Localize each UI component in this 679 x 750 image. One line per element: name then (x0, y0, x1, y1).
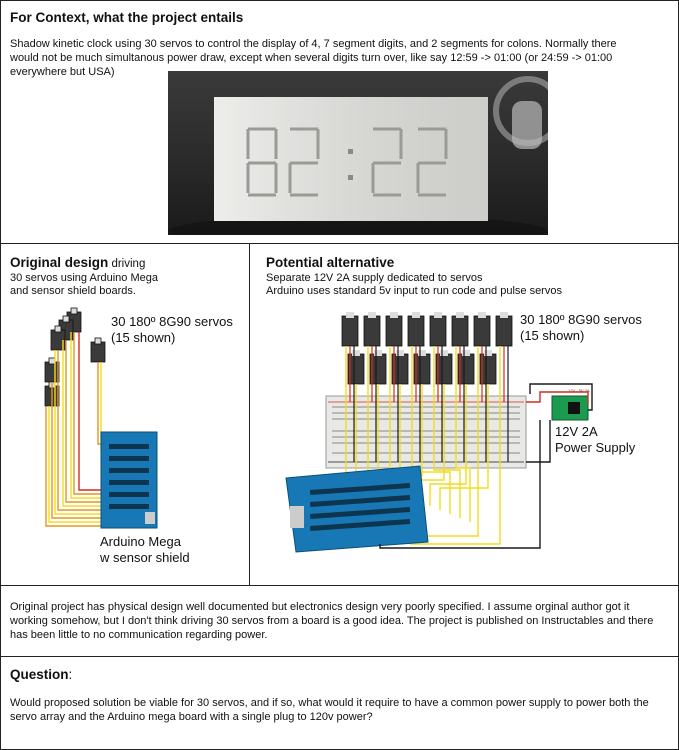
original-design-panel: Original design driving 30 servos using … (0, 243, 250, 586)
power-supply-module: 12V - 5V 2A (551, 388, 590, 421)
psu-label-line2: Power Supply (555, 440, 636, 455)
alternative-title: Potential alternative (266, 255, 395, 270)
original-servo-label-line1: 30 180º 8G90 servos (111, 314, 233, 329)
alternative-subtitle-line1: Separate 12V 2A supply dedicated to serv… (266, 272, 483, 284)
question-text: Would proposed solution be viable for 30… (10, 697, 649, 723)
alternative-panel: Potential alternative Separate 12V 2A su… (249, 243, 679, 586)
breadboard (325, 395, 527, 469)
original-board-label-line2: w sensor shield (100, 550, 190, 565)
alternative-wiring-diagram: 12V - 5V 2A (285, 312, 593, 553)
psu-tiny-label: 12V - 5V 2A (568, 388, 590, 393)
original-servo-wires (45, 332, 109, 527)
question-title: Question: (10, 667, 72, 682)
context-panel: For Context, what the project entails Sh… (0, 0, 679, 244)
original-servo-stack (44, 307, 106, 407)
clock-photo-art (168, 76, 548, 235)
alternative-servo-row-top (341, 315, 513, 347)
alternative-subtitle-line2: Arduino uses standard 5v input to run co… (266, 285, 562, 297)
original-title-rest: driving (108, 258, 146, 270)
servo-to-breadboard-wires (349, 346, 509, 462)
psu-label-line1: 12V 2A (555, 424, 598, 439)
original-servo-label-line2: (15 shown) (111, 330, 176, 345)
question-title-bold: Question (10, 667, 69, 682)
question-panel: Question: Would proposed solution be via… (0, 656, 679, 750)
question-title-colon: : (68, 667, 73, 682)
alternative-servo-label-line2: (15 shown) (520, 328, 585, 343)
original-wiring-diagram (44, 307, 158, 529)
notes-text: Original project has physical design wel… (10, 601, 654, 641)
original-subtitle-line2: and sensor shield boards. (10, 285, 136, 297)
original-title: Original design driving (10, 255, 145, 270)
psu-wires (379, 383, 593, 549)
original-arduino-board (100, 431, 158, 529)
clock-photo (168, 71, 548, 235)
alternative-arduino-board (285, 465, 429, 553)
original-board-label-line1: Arduino Mega (100, 534, 181, 549)
context-title: For Context, what the project entails (10, 10, 244, 25)
alternative-servo-label-line1: 30 180º 8G90 servos (520, 312, 642, 327)
context-description: Shadow kinetic clock using 30 servos to … (10, 38, 617, 78)
original-subtitle-line1: 30 servos using Arduino Mega (10, 272, 158, 284)
notes-panel: Original project has physical design wel… (0, 585, 679, 657)
original-title-bold: Original design (10, 255, 109, 270)
alternative-servo-row-bottom (347, 353, 497, 385)
